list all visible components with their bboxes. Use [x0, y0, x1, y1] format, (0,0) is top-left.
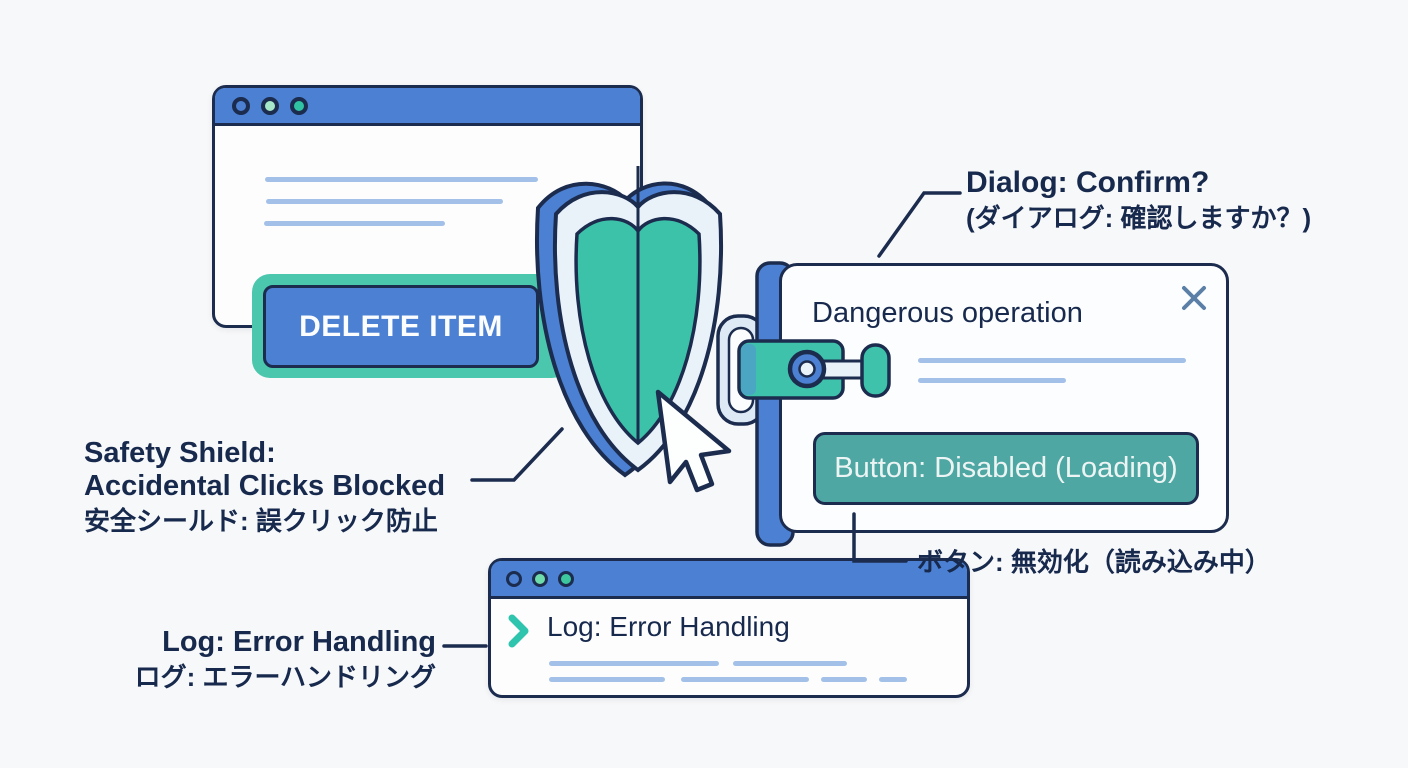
shield-annotation-en-line1: Safety Shield:	[84, 437, 276, 469]
placeholder-text-line	[265, 177, 538, 182]
dialog-annotation-en: Dialog: Confirm?	[966, 166, 1210, 199]
browser-window-titlebar	[215, 88, 640, 126]
log-annotation-ja: ログ: エラーハンドリング	[134, 662, 436, 692]
log-annotation: Log: Error Handling ログ: エラーハンドリング	[88, 626, 436, 693]
window-dot-icon[interactable]	[261, 96, 279, 115]
shield-annotation-en-line2: Accidental Clicks Blocked	[84, 470, 446, 502]
delete-item-button[interactable]: DELETE ITEM	[263, 285, 539, 368]
log-entry-text: Log: Error Handling	[547, 611, 790, 642]
window-dot-icon[interactable]	[232, 96, 250, 115]
placeholder-log-line	[549, 661, 719, 666]
dialog-annotation: Dialog: Confirm? (ダイアログ: 確認しますか？)	[966, 166, 1311, 234]
dialog-annotation-leader-line	[877, 191, 962, 258]
log-window-titlebar	[491, 561, 967, 599]
log-window: Log: Error Handling	[488, 558, 970, 698]
latch-bracket	[716, 314, 766, 426]
shield-annotation: Safety Shield: Accidental Clicks Blocked…	[84, 437, 445, 537]
chevron-right-icon	[508, 614, 529, 648]
log-annotation-en: Log: Error Handling	[162, 626, 436, 658]
dialog-annotation-ja: (ダイアログ: 確認しますか？)	[966, 203, 1312, 233]
confirm-dialog: Dangerous operation Button: Disabled (Lo…	[779, 263, 1229, 533]
placeholder-log-line	[821, 677, 867, 682]
placeholder-log-line	[549, 677, 665, 682]
button-annotation-ja: ボタン: 無効化（読み込み中）	[917, 547, 1271, 577]
window-dot-icon[interactable]	[290, 96, 308, 115]
placeholder-log-line	[681, 677, 809, 682]
window-dot-icon[interactable]	[532, 570, 548, 587]
placeholder-text-line	[264, 221, 445, 226]
placeholder-log-line	[879, 677, 907, 682]
close-icon[interactable]	[1178, 282, 1210, 314]
window-dot-icon[interactable]	[558, 570, 574, 587]
disabled-loading-button[interactable]: Button: Disabled (Loading)	[813, 432, 1199, 505]
shield-annotation-leader-line	[470, 427, 564, 482]
window-dot-icon[interactable]	[506, 570, 522, 587]
latch-bracket-inner	[727, 326, 755, 414]
placeholder-dialog-line	[918, 358, 1186, 363]
shield-annotation-ja: 安全シールド: 誤クリック防止	[84, 506, 438, 536]
mouse-arrow-cursor-icon	[655, 389, 732, 493]
dialog-title: Dangerous operation	[812, 297, 1083, 329]
placeholder-dialog-line	[918, 378, 1066, 383]
placeholder-text-line	[266, 199, 503, 204]
placeholder-log-line	[733, 661, 847, 666]
